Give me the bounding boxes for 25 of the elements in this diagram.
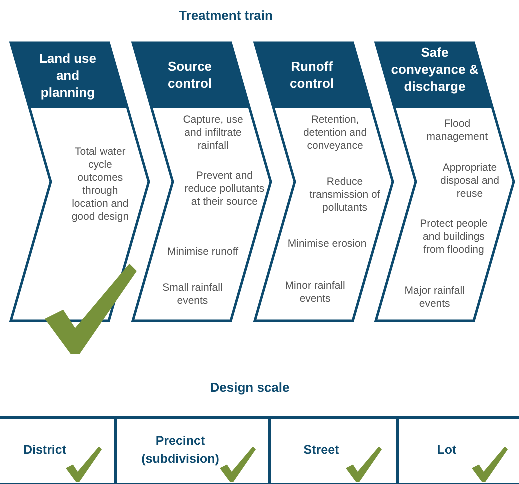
stage-description: Capture, use and infiltrate rainfall [182, 114, 244, 153]
stage-description: Appropriate disposal and reuse [440, 162, 500, 201]
scale-label: Lot [437, 442, 457, 459]
stage-description: Minor rainfall events [284, 280, 346, 306]
stage-heading: Source control [166, 58, 214, 92]
stage-description: Minimise erosion [287, 238, 368, 251]
stage-description: Retention, detention and conveyance [302, 114, 368, 153]
chevron-stage [132, 42, 272, 322]
stage-description: Prevent and reduce pollutants at their source [184, 170, 265, 209]
scale-label: District [23, 442, 67, 459]
stage-heading: Land use and planning [38, 50, 98, 101]
stage-description: Protect people and buildings from flooding [419, 218, 489, 257]
stage-heading: Runoff control [288, 58, 336, 92]
stage-description: Minimise runoff [166, 246, 240, 259]
scale-label: Street [304, 442, 340, 459]
stage-heading: Safe conveyance & discharge [390, 44, 480, 95]
stage-description: Total water cycle outcomes through location and good design [70, 146, 130, 224]
stage-description: Flood management [426, 118, 490, 144]
section-heading: Design scale [209, 380, 291, 395]
stage-description: Major rainfall events [404, 285, 466, 311]
title: Treatment train [178, 8, 274, 23]
stage-description: Reduce transmission of pollutants [308, 176, 382, 215]
scale-label: Precinct (subdivision) [140, 433, 220, 468]
stage-description: Small rainfall events [162, 282, 224, 308]
chevron-stage [10, 42, 150, 322]
